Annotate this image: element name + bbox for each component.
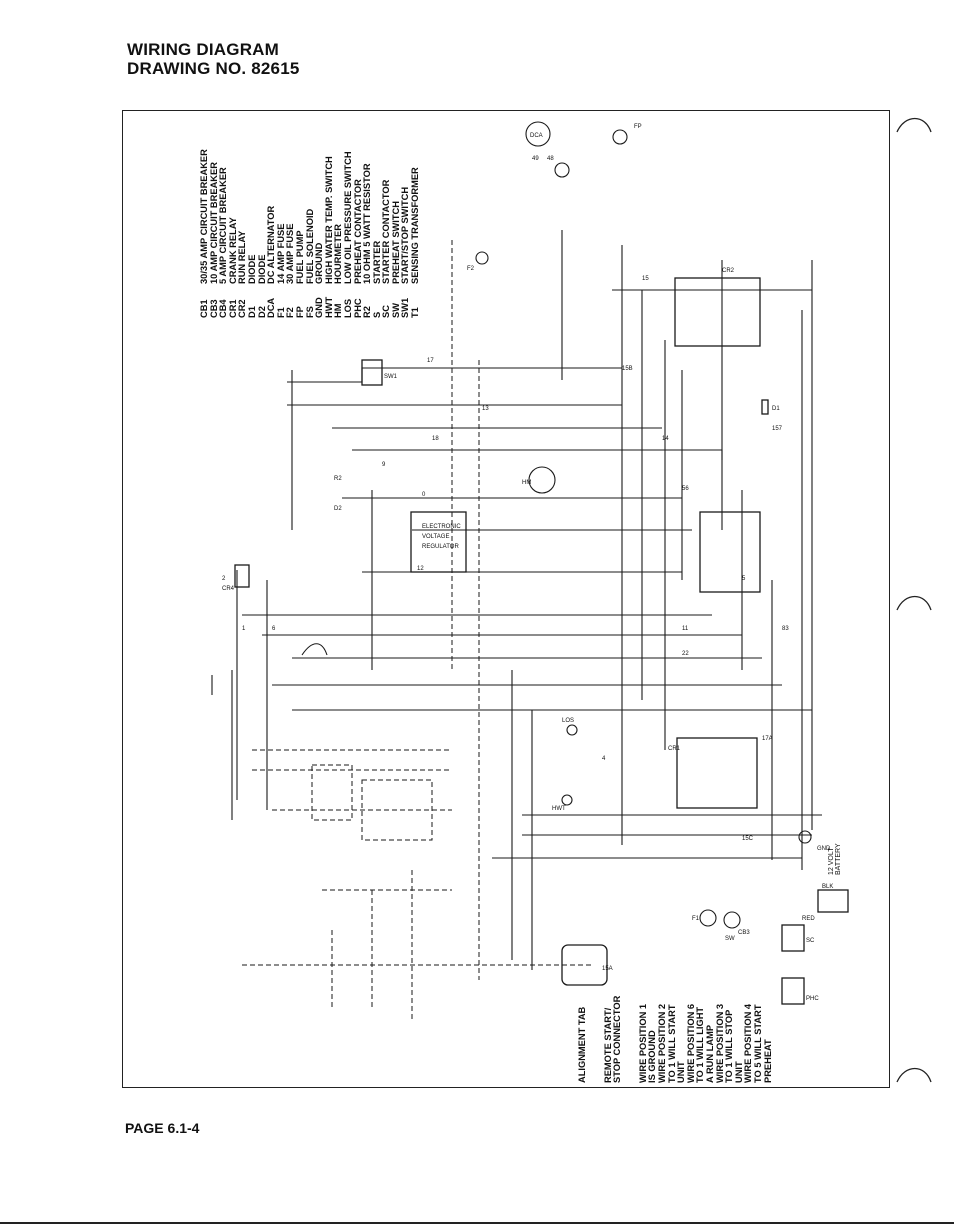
preheat-contactor: [781, 977, 805, 1005]
start-stop-switch: [361, 359, 383, 386]
drawing-number: DRAWING NO. 82615: [127, 59, 300, 78]
preheat-switch: [723, 911, 741, 929]
regulator-label: VOLTAGE: [422, 534, 449, 540]
diagram-frame: [122, 110, 890, 1088]
high-water-temp-switch: [561, 794, 573, 806]
sc-label: SC: [806, 938, 815, 944]
wire-number: 1: [242, 626, 246, 632]
phc-label: PHC: [806, 996, 819, 1002]
hm-label: HM: [522, 480, 531, 486]
f1-label: F1: [692, 916, 700, 922]
fuse-f1: [699, 909, 717, 927]
los-label: LOS: [562, 718, 574, 724]
wire-number: 15A: [602, 966, 613, 972]
wire-number: 11: [682, 626, 689, 632]
blk-label: BLK: [822, 884, 833, 890]
terminal-block: [699, 511, 761, 593]
cb4-breaker: [234, 564, 250, 588]
wire-number: 9: [382, 462, 386, 468]
ground-junction: [798, 830, 812, 844]
stator-area: [211, 643, 452, 1020]
wire-verticals: [231, 230, 813, 980]
hourmeter: [528, 466, 556, 494]
wire-number: 14: [662, 436, 669, 442]
starter-contactor: [781, 924, 805, 952]
diagram-title: WIRING DIAGRAM: [127, 40, 280, 59]
dca-label: DCA: [530, 133, 543, 139]
voltage-regulator: [410, 511, 467, 573]
wire-number: 5: [742, 576, 746, 582]
cr1-label: CR1: [668, 746, 681, 752]
bottom-rule: [0, 1222, 954, 1224]
low-oil-switch: [566, 724, 578, 736]
wire-number: 48: [547, 156, 554, 162]
wire-number: 49: [532, 156, 539, 162]
battery: [817, 889, 849, 913]
wire-number: 13: [482, 406, 489, 412]
diode-d1: [761, 399, 769, 415]
binder-hole-mark: [896, 595, 932, 611]
wire-number: 6: [272, 626, 276, 632]
wire-number: 83: [782, 626, 789, 632]
red-label: RED: [802, 916, 815, 922]
sw-label: SW: [725, 936, 735, 942]
dc-alternator: [525, 121, 551, 147]
binder-hole-mark: [896, 117, 932, 133]
d2-label: D2: [334, 506, 342, 512]
remote-connector: [561, 944, 608, 986]
wire-number: 15C: [742, 836, 754, 842]
wire-number: 4: [602, 756, 606, 762]
wire-number: 56: [682, 486, 689, 492]
hwt-label: HWT: [552, 806, 566, 812]
binder-hole-mark: [896, 1067, 932, 1083]
cb3-label: CB3: [738, 930, 750, 936]
wire-number: 17: [427, 358, 434, 364]
fp-label: FP: [634, 124, 642, 130]
d1-label: D1: [772, 406, 780, 412]
wire-number: 17A: [762, 736, 773, 742]
wire-number: 12: [417, 566, 424, 572]
page-number: PAGE 6.1-4: [125, 1120, 200, 1136]
r2-label: R2: [334, 476, 342, 482]
cr2-label: CR2: [722, 268, 735, 274]
fuel-pump: [612, 129, 628, 145]
cr4-label: CR4: [222, 586, 235, 592]
regulator-label: ELECTRONIC: [422, 524, 461, 530]
wire-number: 15B: [622, 366, 633, 372]
gnd-label: GND: [817, 846, 831, 852]
wiring-schematic: CR2 CR1 HM DCA FP F2 SW1 D1 D2 R2 CR4 LO…: [211, 121, 849, 1020]
cr1-relay: [676, 737, 758, 809]
sw1-label: SW1: [384, 374, 398, 380]
wire-number: 157: [772, 426, 783, 432]
regulator-label: REGULATOR: [422, 544, 459, 550]
terminal-15: [554, 162, 570, 178]
wire-number: 2: [222, 576, 226, 582]
wire-number: 22: [682, 651, 689, 657]
f2-label: F2: [467, 266, 475, 272]
cr2-relay: [674, 277, 761, 347]
wire-number: 15: [642, 276, 649, 282]
wire-number: 0: [422, 492, 426, 498]
fuse-f2: [475, 251, 489, 265]
wire-number: 18: [432, 436, 439, 442]
